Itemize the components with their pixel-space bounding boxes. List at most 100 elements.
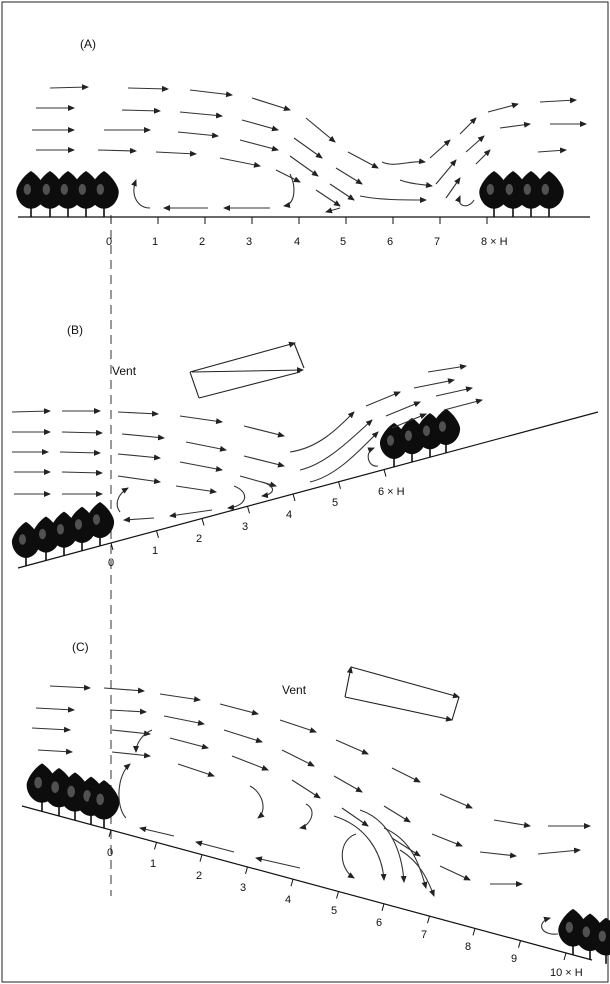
panel-a: (A) 0 1 2 3 4 5 6 7 8 × H <box>16 37 590 248</box>
streamline-arrow <box>61 429 103 436</box>
panel-c-wind-vector-triangle-icon <box>344 666 460 722</box>
streamline-arrow <box>169 509 213 519</box>
panel-c-tick-marks <box>108 829 567 961</box>
streamline-arrow <box>61 469 103 476</box>
tick-mark <box>381 903 385 911</box>
streamline-arrow <box>131 179 151 209</box>
streamline-arrow <box>227 485 246 511</box>
panel-b-label: (B) <box>67 323 83 337</box>
tree-icon <box>89 171 119 217</box>
panel-b-tick-marks <box>110 469 387 551</box>
streamline-arrow <box>459 117 477 135</box>
tick-mark <box>427 915 430 924</box>
streamline-arrow <box>185 441 227 452</box>
panel-b-wind-vector-triangle-icon <box>189 341 305 399</box>
streamline-arrow <box>121 107 161 114</box>
streamline-arrow <box>189 89 233 98</box>
streamline-arrow <box>341 807 369 827</box>
streamline-arrow <box>116 487 129 513</box>
panel-b-tick-label: 3 <box>242 521 248 533</box>
streamline-arrow <box>223 729 263 744</box>
streamline-arrow <box>109 708 147 715</box>
tick-mark <box>472 928 476 936</box>
streamline-arrow <box>123 516 155 523</box>
streamline-arrow <box>155 150 197 157</box>
panel-c-label: (C) <box>72 640 89 654</box>
panel-a-tick-marks <box>110 217 488 224</box>
streamline-arrow <box>177 131 219 139</box>
streamline-arrow <box>391 413 427 429</box>
streamline-arrow <box>479 851 517 859</box>
streamline-arrow <box>11 408 51 415</box>
panel-b-vent-label: Vent <box>112 364 137 378</box>
streamline-arrow <box>399 849 435 897</box>
streamline-arrow <box>299 803 313 830</box>
streamline-arrow <box>341 833 357 879</box>
streamline-arrow <box>309 431 379 483</box>
streamline-arrow <box>431 833 463 847</box>
streamline-arrow <box>35 706 75 713</box>
eddy-icon <box>454 195 475 207</box>
streamline-arrow <box>249 785 265 819</box>
panel-b-tick-label: 0 <box>108 557 114 569</box>
eddy-icon <box>541 916 559 935</box>
panel-c-tick-label: 4 <box>285 894 291 906</box>
streamline-arrow <box>97 147 137 154</box>
tick-mark <box>154 842 157 850</box>
streamline-arrow <box>333 775 363 793</box>
streamline-arrow <box>127 85 169 92</box>
streamline-arrow <box>239 139 279 152</box>
streamline-arrow <box>255 856 301 869</box>
streamline-arrow <box>391 767 421 783</box>
streamline-arrow <box>347 151 379 169</box>
streamline-arrow <box>391 837 421 857</box>
streamline-arrow <box>385 401 421 417</box>
panel-a-tick-label: 6 <box>387 236 393 248</box>
streamline-arrow <box>537 147 567 154</box>
streamline-arrow <box>118 763 131 819</box>
streamline-arrow <box>111 751 151 759</box>
tick-mark <box>518 940 521 948</box>
streamline-arrow <box>359 809 407 883</box>
tick-mark <box>292 493 296 502</box>
streamline-arrow <box>399 179 433 188</box>
streamline-arrow <box>475 149 491 165</box>
panel-c-tick-label: 1 <box>150 858 156 870</box>
streamline-arrow <box>493 819 531 828</box>
panel-c-tick-label: 9 <box>511 953 517 965</box>
streamline-arrow <box>305 117 336 143</box>
streamline-arrow <box>117 453 161 461</box>
streamline-arrow <box>293 137 323 159</box>
streamline-arrow <box>315 189 341 207</box>
streamline-arrow <box>195 840 235 853</box>
streamline-arrow <box>283 173 295 208</box>
panel-b-slope-ground <box>17 411 599 569</box>
streamline-arrow <box>289 155 319 177</box>
panel-a-end-label: 8 × H <box>481 236 508 248</box>
streamline-arrow <box>117 475 161 485</box>
streamline-arrow <box>59 449 101 456</box>
streamline-arrow <box>429 139 451 159</box>
streamline-arrow <box>333 815 387 881</box>
streamline-arrow <box>49 684 91 691</box>
streamline-arrow <box>413 378 455 389</box>
panel-c-windbreak-trees <box>26 763 610 964</box>
streamline-arrow <box>427 363 467 373</box>
panel-b-windbreak-trees <box>11 408 461 566</box>
panel-c-slope-ground <box>21 805 593 961</box>
streamline-arrow <box>117 410 159 417</box>
panel-b: (B) Vent 0 1 2 3 4 5 6 × H <box>11 323 599 569</box>
tree-icon <box>534 171 564 217</box>
streamline-arrow <box>261 481 274 499</box>
panel-a-tick-label: 7 <box>434 236 440 248</box>
streamline-arrow <box>37 748 73 755</box>
panel-c-streamlines <box>31 684 591 935</box>
streamline-arrow <box>31 726 71 733</box>
panel-b-streamlines <box>11 363 483 523</box>
streamline-arrow <box>121 433 165 441</box>
panel-b-tick-label: 4 <box>286 509 292 521</box>
streamline-arrow <box>435 159 457 185</box>
panel-a-tick-label: 3 <box>246 236 252 248</box>
streamline-arrow <box>381 158 426 165</box>
tree-icon <box>11 521 41 566</box>
